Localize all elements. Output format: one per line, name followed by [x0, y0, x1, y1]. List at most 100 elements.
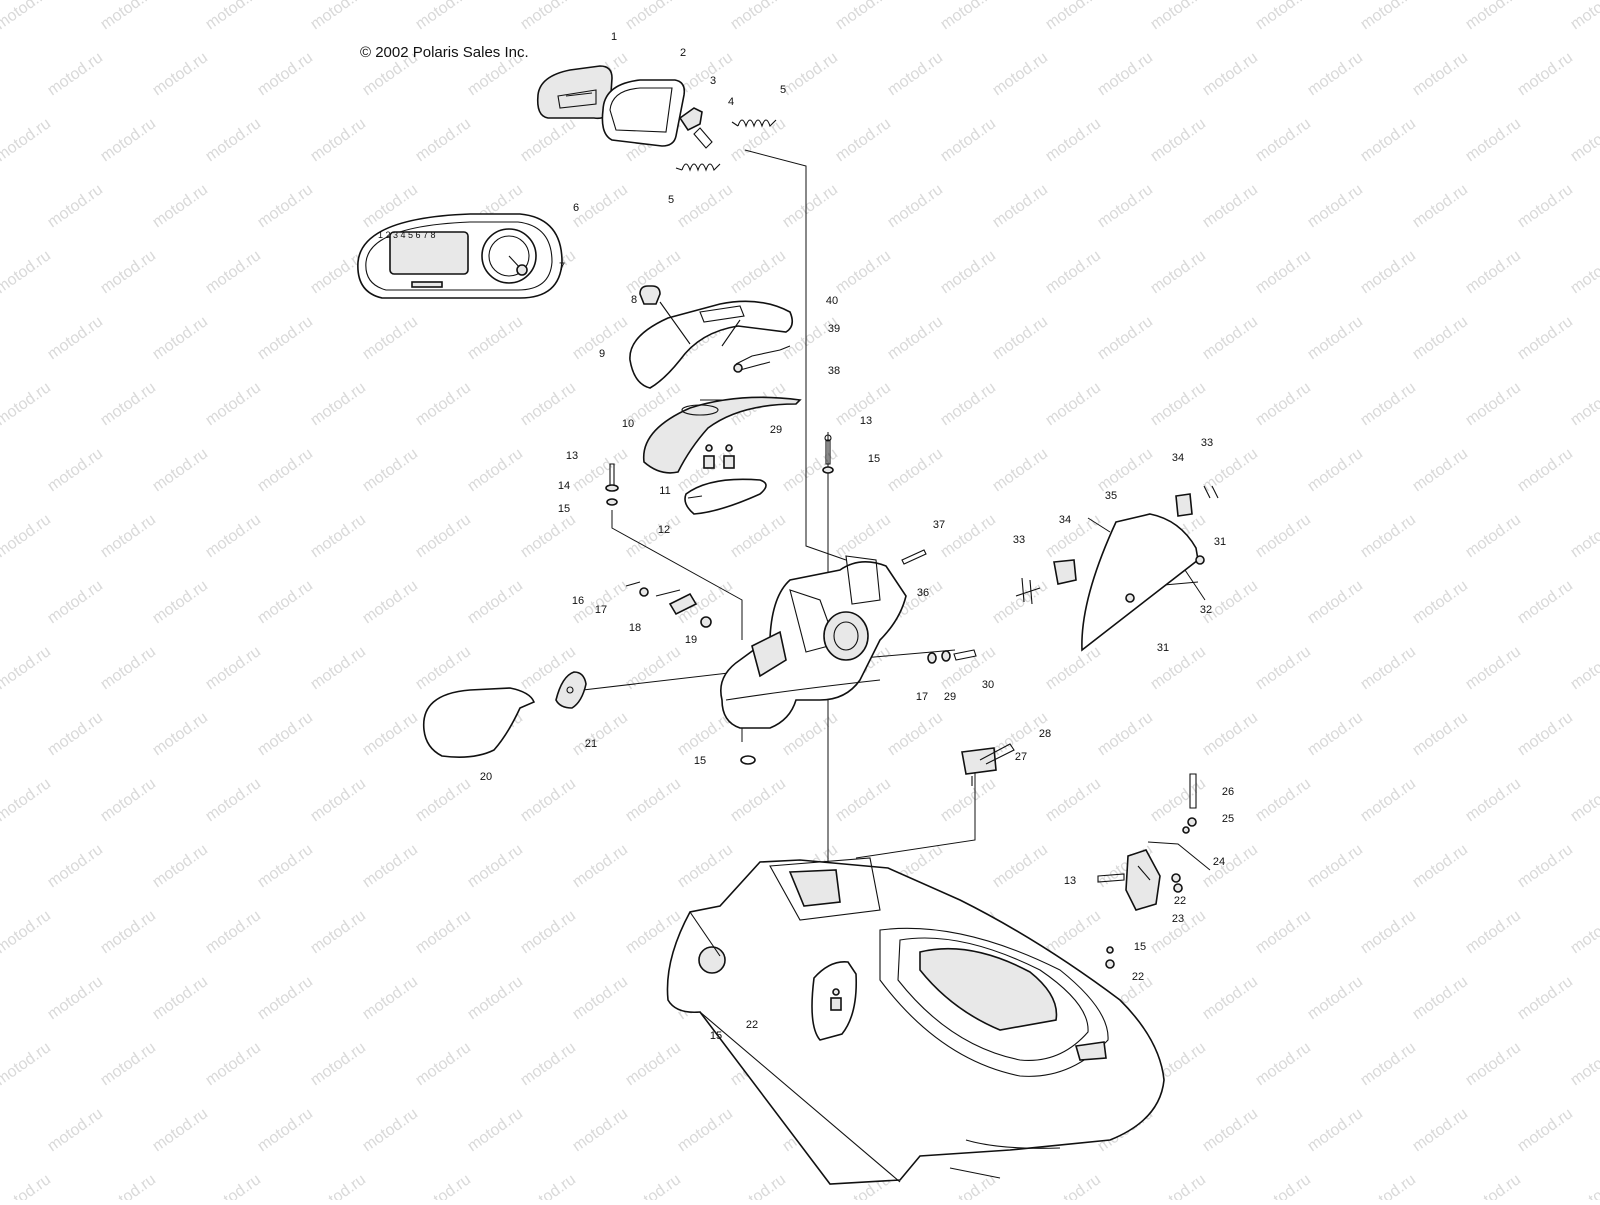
- watermark-text: motod.ru: [360, 841, 421, 891]
- watermark-text: motod.ru: [518, 907, 579, 957]
- part-33-bolts-right: [1203, 485, 1219, 499]
- part-37-pin: [901, 549, 927, 565]
- watermark-text: motod.ru: [1043, 115, 1104, 165]
- watermark-text: motod.ru: [518, 775, 579, 825]
- watermark-text: motod.ru: [1253, 247, 1314, 297]
- watermark-text: motod.ru: [1305, 445, 1366, 495]
- watermark-text: motod.ru: [1410, 313, 1471, 363]
- washer-15: [740, 755, 756, 765]
- watermark-text: motod.ru: [1568, 643, 1600, 693]
- watermark-text: motod.ru: [0, 709, 1, 759]
- watermark-text: motod.ru: [780, 709, 841, 759]
- watermark-text: motod.ru: [1043, 775, 1104, 825]
- copyright-notice: © 2002 Polaris Sales Inc.: [360, 44, 529, 61]
- watermark-text: motod.ru: [1515, 181, 1576, 231]
- callout-33: 33: [1013, 534, 1025, 546]
- watermark-text: motod.ru: [308, 511, 369, 561]
- watermark-text: motod.ru: [1463, 1039, 1524, 1089]
- watermark-text: motod.ru: [150, 313, 211, 363]
- watermark-text: motod.ru: [98, 1039, 159, 1089]
- watermark-text: motod.ru: [98, 907, 159, 957]
- watermark-text: motod.ru: [1358, 907, 1419, 957]
- watermark-text: motod.ru: [203, 247, 264, 297]
- watermark-text: motod.ru: [885, 49, 946, 99]
- watermark-text: motod.ru: [360, 445, 421, 495]
- watermark-text: motod.ru: [1358, 511, 1419, 561]
- hull-fastener: [830, 988, 842, 1011]
- watermark-text: motod.ru: [833, 0, 894, 33]
- callout-15: 15: [558, 503, 570, 515]
- watermark-text: motod.ru: [990, 841, 1051, 891]
- part-10-dash-plate: [642, 396, 802, 474]
- part-5-spring-upper: [731, 119, 777, 128]
- watermark-text: motod.ru: [413, 643, 474, 693]
- watermark-text: motod.ru: [1305, 973, 1366, 1023]
- part-6-instrument-cluster: 1 2 3 4 5 6 7 8: [357, 213, 563, 299]
- callout-16: 16: [572, 595, 584, 607]
- watermark-text: motod.ru: [1305, 1105, 1366, 1155]
- callout-29: 29: [944, 691, 956, 703]
- watermark-text: motod.ru: [1043, 247, 1104, 297]
- callout-7: 7: [559, 261, 565, 273]
- watermark-text: motod.ru: [1253, 1039, 1314, 1089]
- part-25-washer: [1182, 817, 1197, 834]
- watermark-text: motod.ru: [1463, 0, 1524, 33]
- watermark-text: motod.ru: [45, 445, 106, 495]
- watermark-text: motod.ru: [0, 379, 54, 429]
- watermark-text: motod.ru: [360, 1105, 421, 1155]
- watermark-text: motod.ru: [885, 709, 946, 759]
- callout-25: 25: [1222, 813, 1234, 825]
- watermark-text: motod.ru: [1568, 0, 1600, 33]
- watermark-text: motod.ru: [623, 1171, 684, 1200]
- watermark-text: motod.ru: [308, 0, 369, 33]
- watermark-text: motod.ru: [1305, 841, 1366, 891]
- watermark-text: motod.ru: [780, 181, 841, 231]
- callout-11: 11: [659, 485, 670, 497]
- watermark-text: motod.ru: [1095, 181, 1156, 231]
- watermark-text: motod.ru: [1148, 1171, 1209, 1200]
- watermark-text: motod.ru: [1043, 1171, 1104, 1200]
- watermark-text: motod.ru: [360, 313, 421, 363]
- watermark-text: motod.ru: [570, 445, 631, 495]
- watermark-text: motod.ru: [98, 115, 159, 165]
- watermark-text: motod.ru: [780, 49, 841, 99]
- part-12-pad: [684, 478, 767, 515]
- callout-31: 31: [1214, 536, 1226, 548]
- part-34-bracket-right: [1175, 493, 1193, 517]
- part-4-pin: [693, 127, 713, 149]
- watermark-text: motod.ru: [1358, 247, 1419, 297]
- watermark-text: motod.ru: [833, 247, 894, 297]
- watermark-text: motod.ru: [255, 313, 316, 363]
- watermark-text: motod.ru: [203, 643, 264, 693]
- callout-8: 8: [631, 294, 637, 306]
- watermark-text: motod.ru: [1305, 49, 1366, 99]
- watermark-text: motod.ru: [98, 379, 159, 429]
- part-1-cover: [536, 65, 613, 120]
- callout-2: 2: [680, 47, 686, 59]
- watermark-text: motod.ru: [0, 973, 1, 1023]
- watermark-text: motod.ru: [45, 181, 106, 231]
- part-21-mirror-base: [555, 671, 587, 709]
- watermark-text: motod.ru: [1410, 1105, 1471, 1155]
- watermark-text: motod.ru: [885, 445, 946, 495]
- callout-29: 29: [770, 424, 782, 436]
- watermark-text: motod.ru: [98, 643, 159, 693]
- watermark-text: motod.ru: [308, 115, 369, 165]
- callout-37: 37: [933, 519, 945, 531]
- callout-17: 17: [595, 604, 607, 616]
- parts-31-washers: [1125, 555, 1205, 603]
- center-fastener: [822, 434, 834, 474]
- callout-15: 15: [868, 453, 880, 465]
- watermark-text: motod.ru: [413, 115, 474, 165]
- watermark-text: motod.ru: [1148, 0, 1209, 33]
- watermark-text: motod.ru: [1200, 313, 1261, 363]
- watermark-text: motod.ru: [0, 181, 1, 231]
- watermark-text: motod.ru: [885, 181, 946, 231]
- watermark-text: motod.ru: [623, 643, 684, 693]
- watermark-text: motod.ru: [1358, 775, 1419, 825]
- watermark-text: motod.ru: [98, 0, 159, 33]
- watermark-text: motod.ru: [1515, 49, 1576, 99]
- watermark-text: motod.ru: [255, 577, 316, 627]
- watermark-text: motod.ru: [1358, 643, 1419, 693]
- watermark-text: motod.ru: [675, 1105, 736, 1155]
